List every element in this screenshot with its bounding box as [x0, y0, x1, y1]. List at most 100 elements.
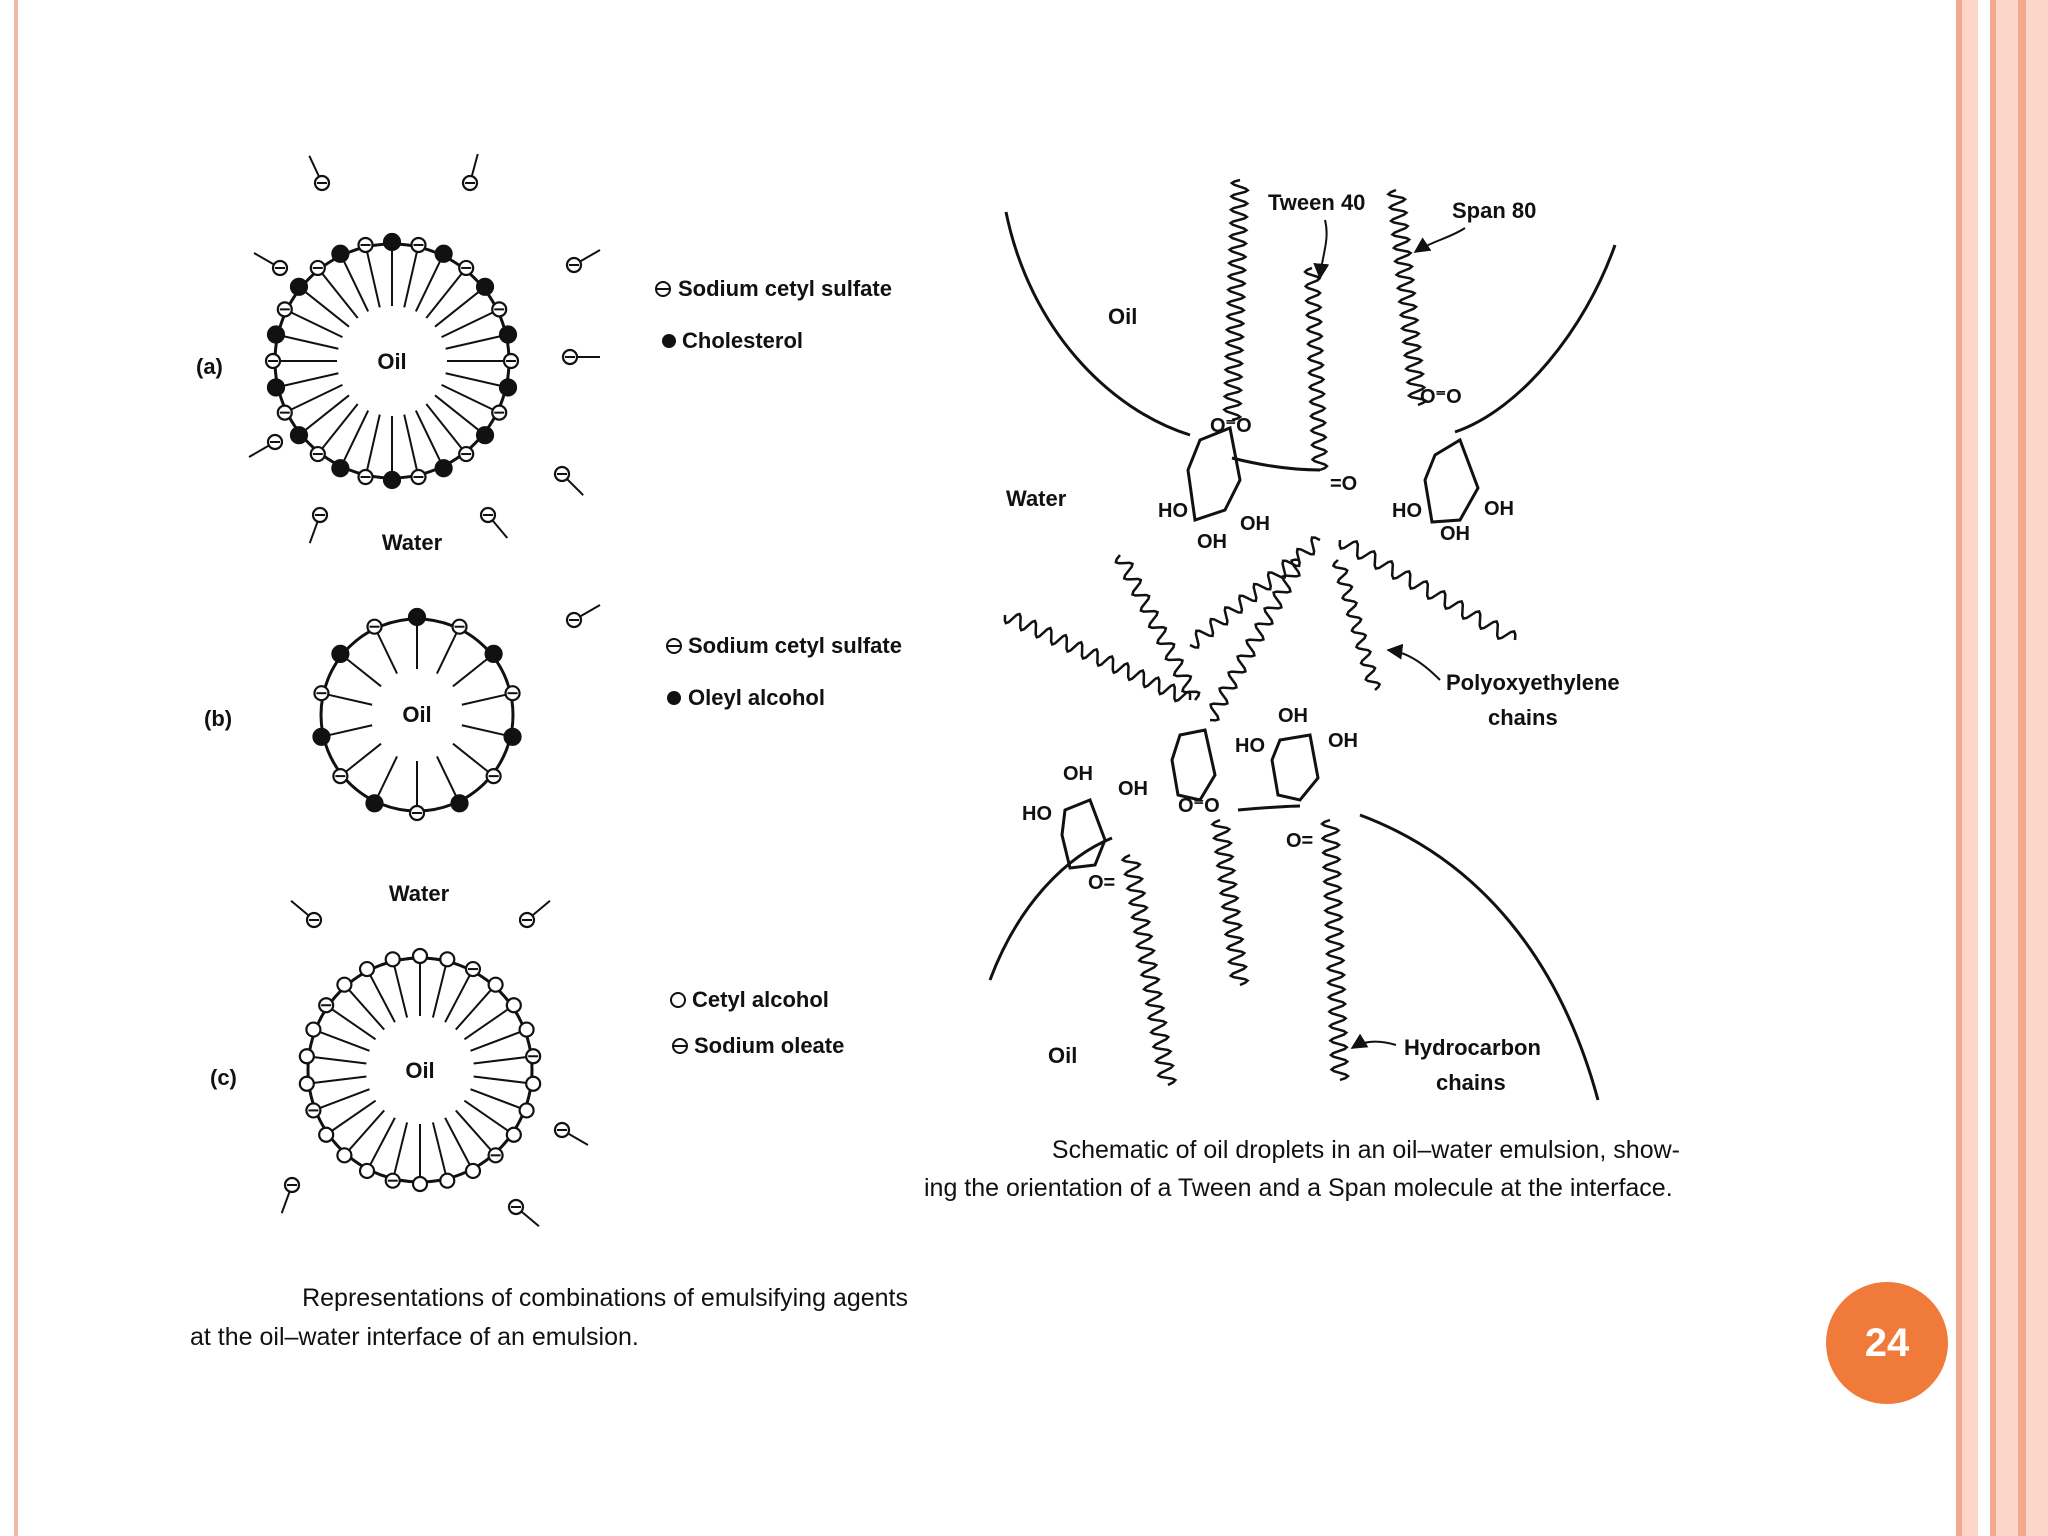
emulsifier-head: [358, 1162, 376, 1180]
emulsifier-head: [439, 1172, 456, 1189]
emulsifier-tail: [455, 1109, 497, 1156]
chem-ho-1: HO: [1158, 500, 1188, 522]
arrow-hydrocarbon: [1350, 1033, 1397, 1049]
right-caption-line-1: Schematic of oil droplets in an oil–wate…: [1052, 1136, 1680, 1164]
emulsifier-head: [434, 459, 453, 478]
emulsifier-tail: [339, 410, 370, 469]
emulsifier-tail: [441, 308, 500, 339]
chem-ho-2: HO: [1392, 500, 1422, 522]
emulsifier-head: [336, 1147, 353, 1164]
legend-c: Cetyl alcohol Sodium oleate: [670, 987, 844, 1058]
emulsifier-head: [407, 607, 427, 627]
water-label: Water: [1006, 486, 1067, 511]
molecule-chains: [1003, 178, 1517, 1087]
chem-o-o-1: O⁼O: [1210, 415, 1252, 437]
emulsifier-tail: [306, 1055, 367, 1065]
emulsifier-head: [331, 244, 350, 263]
emulsifier-tail: [339, 742, 382, 777]
emulsifier-head: [487, 976, 504, 993]
emulsifier-head: [434, 244, 453, 263]
polyoxyethylene-chain-2: [1338, 539, 1517, 641]
emulsifier-tail: [445, 333, 509, 350]
emulsifier-tail: [366, 968, 396, 1023]
slide-left-border: [0, 0, 22, 1536]
emulsifier-tail: [321, 692, 373, 706]
emulsifier-tail: [461, 692, 513, 706]
chem-oh-8: OH: [1118, 778, 1148, 800]
emulsifier-tail: [414, 410, 445, 469]
panel-c-water-label: Water: [389, 881, 450, 906]
emulsifier-head: [305, 1021, 322, 1038]
emulsifier-head: [475, 277, 495, 296]
emulsifier-tail: [470, 1028, 527, 1052]
page-number-badge: 24: [1826, 1282, 1948, 1404]
slide-right-border: [1956, 0, 2048, 1536]
emulsifier-tail: [284, 383, 343, 414]
polyoxyethylene-chain-4: [1331, 559, 1382, 691]
emulsifier-tail: [434, 286, 486, 328]
chem-oh-4: OH: [1484, 498, 1514, 520]
emulsifier-head: [382, 232, 402, 252]
emulsifier-tail: [343, 984, 385, 1031]
right-figure: HO OH OH O⁼O =O HO OH OH O⁼O OH HO OH OH…: [924, 178, 1680, 1202]
panel-b-label: (b): [204, 706, 232, 731]
panel-c-label: (c): [210, 1065, 237, 1090]
oil-top-label: Oil: [1108, 304, 1137, 329]
panel-b: (b) Oil Sodium cetyl sulfate Oleyl alcoh…: [204, 607, 902, 822]
emulsifier-head: [298, 1048, 315, 1065]
panel-a-water-label: Water: [382, 530, 443, 555]
legend-b-item-2: Oleyl alcohol: [688, 685, 825, 710]
tween-chain-center: [1303, 266, 1329, 472]
emulsifier-head: [336, 976, 353, 993]
emulsifier-head: [358, 960, 376, 978]
left-caption-line-2: at the oil–water interface of an emulsio…: [190, 1323, 639, 1351]
emulsifier-tail: [452, 742, 495, 777]
emulsifier-head: [411, 1175, 429, 1193]
polyoxyethylene-chain-6: [1114, 554, 1201, 701]
emulsifier-tail: [373, 626, 398, 674]
emulsifier-tail: [364, 414, 381, 478]
emulsifier-tail: [284, 308, 343, 339]
emulsifier-tail: [470, 1088, 527, 1112]
emulsifier-tail: [343, 1109, 385, 1156]
emulsifier-tail: [313, 1028, 370, 1052]
chem-ho-3: HO: [1235, 735, 1265, 757]
legend-b-item-1: Sodium cetyl sulfate: [688, 633, 902, 658]
span-hydrocarbon-chain-top: [1386, 188, 1428, 407]
emulsifier-head: [498, 325, 518, 344]
emulsifier-tail: [275, 372, 339, 389]
oil-droplet-c: [298, 947, 542, 1193]
polyoxyethylene-chain-5: [1003, 612, 1192, 703]
emulsifier-head: [498, 378, 518, 397]
emulsifier-tail: [444, 1117, 474, 1172]
emulsifier-head: [518, 1021, 535, 1038]
emulsifier-tail: [403, 244, 420, 308]
tween-40-label: Tween 40: [1268, 190, 1365, 215]
emulsifier-tail: [425, 403, 467, 455]
chem-oh-5: OH: [1278, 705, 1308, 727]
sugar-ring-span-bottom: [1270, 733, 1320, 802]
hydrocarbon-label-2: chains: [1436, 1070, 1506, 1095]
interface-line-top: [1231, 456, 1321, 472]
emulsifier-head: [439, 951, 456, 968]
panel-a: (a) Oil Water Sodium cetyl sulfate Chole…: [196, 153, 892, 629]
chem-o-eq-1: O=: [1286, 830, 1313, 852]
polyoxyethylene-label: Polyoxyethylene: [1446, 670, 1620, 695]
sugar-rings: [1060, 425, 1480, 870]
emulsifier-tail: [298, 286, 350, 328]
emulsifier-tail: [434, 394, 486, 436]
emulsifier-head: [525, 1075, 542, 1092]
emulsifier-head: [450, 794, 469, 813]
emulsifier-head: [312, 727, 331, 746]
chem-o-o-3: O⁼O: [1178, 795, 1220, 817]
label-arrows: [1313, 219, 1466, 1049]
oil-droplet-top-left-boundary: [1004, 211, 1191, 437]
oil-droplet-a: [264, 232, 520, 490]
hydrocarbon-chain-bottom-1: [1120, 853, 1178, 1087]
chem-o-eq-2: O=: [1088, 872, 1115, 894]
chem-oh-6: OH: [1328, 730, 1358, 752]
emulsifier-tail: [441, 383, 500, 414]
chem-eq-o-1: =O: [1330, 473, 1357, 495]
oil-droplet-b: [312, 607, 522, 822]
emulsifier-head: [411, 947, 429, 965]
